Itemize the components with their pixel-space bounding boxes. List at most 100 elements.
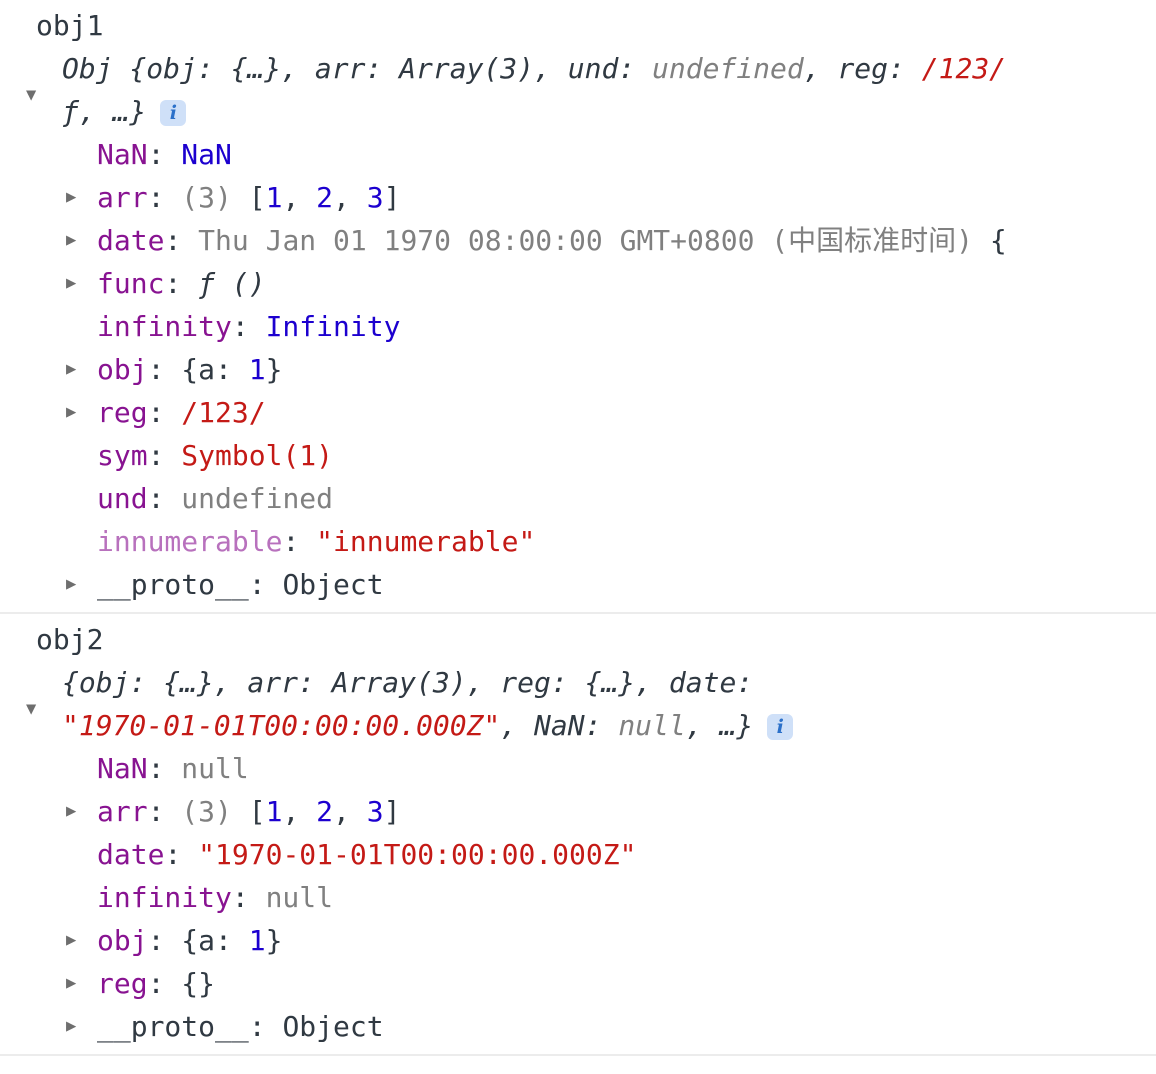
triangle-collapsed-icon[interactable]: ▶ — [66, 402, 77, 422]
property-key: func — [97, 267, 165, 300]
property-value: [ — [248, 181, 266, 214]
property-row[interactable]: ▶__proto__: Object — [36, 1005, 1156, 1048]
object-preview[interactable]: ▼Obj {obj: {…}, arr: Array(3), und: unde… — [26, 47, 1156, 133]
property-key: obj — [97, 353, 148, 386]
property-value: 1 — [265, 181, 283, 214]
property-value: ƒ () — [198, 267, 266, 300]
property-value: : — [147, 439, 182, 472]
property-value: : — [147, 482, 182, 515]
variable-name: obj2 — [36, 623, 104, 656]
property-value: , — [282, 181, 317, 214]
triangle-collapsed-icon[interactable]: ▶ — [66, 930, 77, 950]
preview-part: "1970-01-01T00:00:00.000Z" — [62, 709, 501, 742]
property-list: NaN: NaN▶arr: (3) [1, 2, 3]▶date: Thu Ja… — [36, 133, 1156, 606]
property-value: Infinity — [265, 310, 401, 343]
property-value: Thu Jan 01 1970 08:00:00 GMT+0800 (中国标准时… — [198, 224, 974, 257]
preview-line: {obj: {…}, arr: Array(3), reg: {…}, date… — [62, 661, 1156, 704]
property-row: NaN: NaN — [36, 133, 1156, 176]
console-message: obj2▼{obj: {…}, arr: Array(3), reg: {…},… — [0, 614, 1156, 1056]
property-row[interactable]: ▶arr: (3) [1, 2, 3] — [36, 790, 1156, 833]
property-row[interactable]: ▶ func: ƒ () — [36, 262, 1156, 305]
property-key: __proto__ — [97, 568, 249, 601]
preview-line: ƒ, …}i — [62, 90, 1156, 133]
triangle-collapsed-icon[interactable]: ▶ — [66, 273, 77, 293]
preview-part: , …} — [685, 709, 754, 742]
triangle-expanded-icon[interactable]: ▼ — [26, 699, 37, 719]
triangle-collapsed-icon[interactable]: ▶ — [66, 973, 77, 993]
preview-part: undefined — [652, 52, 804, 85]
property-value: : — [147, 795, 182, 828]
property-value: 2 — [316, 181, 334, 214]
property-value: 2 — [316, 795, 334, 828]
property-value: : — [164, 838, 199, 871]
property-value: {a: — [181, 353, 249, 386]
property-value: (3) — [181, 795, 249, 828]
property-value: [ — [248, 795, 266, 828]
property-value: : — [231, 310, 266, 343]
property-value: : — [164, 267, 199, 300]
property-value: , — [333, 181, 367, 214]
property-row: infinity: null — [36, 876, 1156, 919]
property-value: ] — [383, 181, 401, 214]
triangle-collapsed-icon[interactable]: ▶ — [66, 1016, 77, 1036]
property-value: null — [181, 752, 249, 785]
property-key: infinity — [97, 881, 232, 914]
property-value: 1 — [248, 353, 266, 386]
property-row[interactable]: ▶arr: (3) [1, 2, 3] — [36, 176, 1156, 219]
property-value: Object — [282, 1010, 384, 1043]
property-row[interactable]: ▶ obj: {a: 1} — [36, 919, 1156, 962]
property-value: : — [147, 924, 182, 957]
property-key: __proto__ — [97, 1010, 249, 1043]
property-value: } — [265, 924, 283, 957]
property-key: obj — [97, 924, 148, 957]
property-row: sym: Symbol(1) — [36, 434, 1156, 477]
property-row[interactable]: ▶reg: {} — [36, 962, 1156, 1005]
triangle-collapsed-icon[interactable]: ▶ — [66, 187, 77, 207]
property-row[interactable]: ▶reg: /123/ — [36, 391, 1156, 434]
info-icon[interactable]: i — [767, 714, 794, 740]
property-value: : — [147, 353, 182, 386]
property-value: : — [147, 181, 182, 214]
object-preview[interactable]: ▼ {obj: {…}, arr: Array(3), reg: {…}, dat… — [26, 661, 1156, 747]
property-value: 1 — [248, 924, 266, 957]
property-value: : — [231, 881, 266, 914]
triangle-collapsed-icon[interactable]: ▶ — [66, 359, 77, 379]
property-value: , — [333, 795, 367, 828]
property-value: 1 — [265, 795, 283, 828]
property-value: {} — [181, 967, 216, 1000]
property-row[interactable]: ▶ __proto__: Object — [36, 563, 1156, 606]
property-value: : — [164, 224, 199, 257]
preview-part: /123/ — [921, 52, 1007, 85]
preview-part: , NaN: — [500, 709, 619, 742]
triangle-collapsed-icon[interactable]: ▶ — [66, 230, 77, 250]
triangle-collapsed-icon[interactable]: ▶ — [66, 801, 77, 821]
property-value: : — [282, 525, 317, 558]
triangle-collapsed-icon[interactable]: ▶ — [66, 574, 77, 594]
property-row: und: undefined — [36, 477, 1156, 520]
property-value: ] — [383, 795, 401, 828]
property-key: date — [97, 838, 165, 871]
preview-part: null — [618, 709, 686, 742]
property-value: : — [248, 568, 283, 601]
property-key: arr — [97, 795, 148, 828]
property-key: NaN — [97, 752, 148, 785]
property-row: infinity: Infinity — [36, 305, 1156, 348]
property-value: {a: — [181, 924, 249, 957]
property-value: null — [265, 881, 334, 914]
property-value: undefined — [181, 482, 334, 515]
property-value: Object — [282, 568, 384, 601]
property-value: /123/ — [181, 396, 266, 429]
property-key: sym — [97, 439, 148, 472]
property-row: NaN: null — [36, 747, 1156, 790]
property-value: 3 — [366, 181, 384, 214]
info-icon[interactable]: i — [160, 100, 187, 126]
property-row[interactable]: ▶obj: {a: 1} — [36, 348, 1156, 391]
property-row[interactable]: ▶date: Thu Jan 01 1970 08:00:00 GMT+0800… — [36, 219, 1156, 262]
preview-part: ƒ — [62, 95, 79, 128]
triangle-expanded-icon[interactable]: ▼ — [26, 85, 37, 105]
property-value: "innumerable" — [316, 525, 536, 558]
property-key: infinity — [97, 310, 232, 343]
property-value: (3) — [181, 181, 249, 214]
